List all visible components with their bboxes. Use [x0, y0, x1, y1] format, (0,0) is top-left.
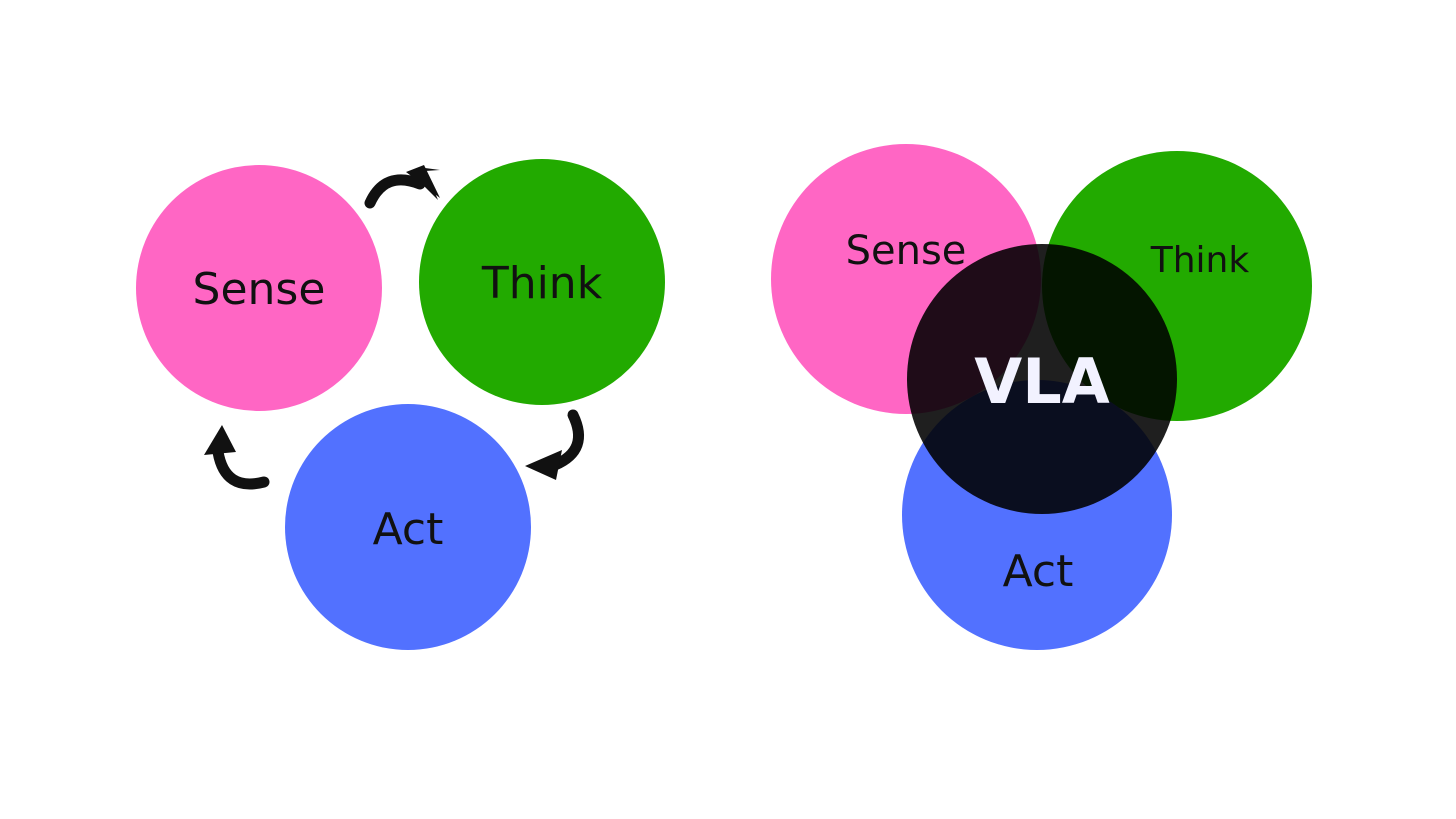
curved-arrow-icon	[364, 165, 440, 209]
loop-act-circle	[285, 404, 531, 650]
loop-sense-label: Sense	[193, 264, 326, 315]
venn-vla-circle	[907, 244, 1177, 514]
curved-arrow-icon	[204, 425, 270, 490]
venn-act-label: Act	[1003, 546, 1074, 597]
venn-diagram: Sense Think Act VLA	[771, 144, 1312, 650]
venn-think-label: Think	[1150, 240, 1250, 281]
loop-act-label: Act	[373, 504, 444, 555]
venn-vla-label: VLA	[974, 345, 1109, 418]
curved-arrow-icon	[525, 409, 585, 480]
venn-sense-label: Sense	[846, 228, 967, 274]
loop-sense-circle	[136, 165, 382, 411]
loop-think-label: Think	[481, 258, 603, 309]
loop-diagram: Sense Think Act	[136, 159, 665, 650]
loop-think-circle	[419, 159, 665, 405]
